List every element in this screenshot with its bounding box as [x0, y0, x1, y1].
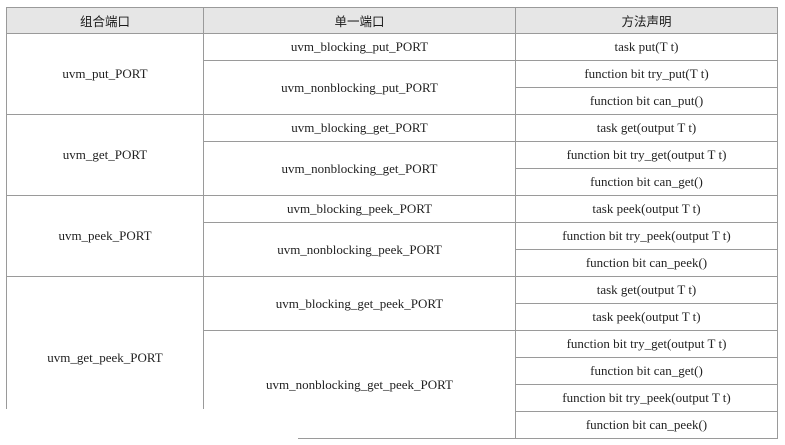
single-port-cell: uvm_nonblocking_peek_PORT — [203, 222, 516, 277]
method-cell: function bit can_get() — [515, 357, 778, 385]
method-cell: function bit try_peek(output T t) — [515, 222, 778, 250]
single-port-cell: uvm_blocking_peek_PORT — [203, 195, 516, 223]
header-single-port: 单一端口 — [203, 7, 516, 34]
single-port-cell: uvm_blocking_get_PORT — [203, 114, 516, 142]
combined-port-cell: uvm_get_PORT — [6, 114, 204, 196]
table-row: function bit try_peek(output T t) — [7, 384, 778, 412]
table-row: uvm_put_PORT uvm_blocking_put_PORT task … — [6, 33, 778, 115]
table-row: function bit can_peek() — [7, 411, 778, 439]
method-cell: function bit try_get(output T t) — [515, 141, 778, 169]
method-cell: task put(T t) — [515, 33, 778, 61]
method-cell: function bit can_peek() — [515, 249, 778, 277]
method-cell: task get(output T t) — [515, 114, 778, 142]
table-row: function bit can_get() — [7, 357, 778, 385]
table-row: uvm_nonblocking_get_PORT function bit tr… — [7, 141, 778, 196]
table-header-row: 组合端口 单一端口 方法声明 — [6, 7, 778, 34]
combined-port-cell: uvm_peek_PORT — [6, 195, 204, 277]
table-row: uvm_nonblocking_peek_PORT function bit t… — [7, 222, 778, 277]
method-cell: task get(output T t) — [515, 276, 778, 304]
method-cell: function bit can_put() — [515, 87, 778, 115]
method-cell: function bit can_get() — [515, 168, 778, 196]
table-row: uvm_get_peek_PORT uvm_blocking_get_peek_… — [6, 276, 778, 439]
method-cell: function bit try_put(T t) — [515, 60, 778, 88]
table-row: function bit can_peek() — [7, 249, 778, 277]
method-cell: function bit try_get(output T t) — [515, 330, 778, 358]
method-cell: task peek(output T t) — [515, 195, 778, 223]
table-row: task peek(output T t) — [7, 303, 778, 331]
table-row: uvm_nonblocking_put_PORT function bit tr… — [7, 60, 778, 115]
method-cell: function bit can_peek() — [515, 411, 778, 439]
method-cell: function bit try_peek(output T t) — [515, 384, 778, 412]
header-method-declaration: 方法声明 — [515, 7, 778, 34]
method-cell: task peek(output T t) — [515, 303, 778, 331]
image-edge-mask — [0, 409, 298, 445]
single-port-cell: uvm_nonblocking_get_PORT — [203, 141, 516, 196]
table-row: uvm_get_PORT uvm_blocking_get_PORT task … — [6, 114, 778, 196]
header-combined-port: 组合端口 — [6, 7, 204, 34]
single-port-cell: uvm_blocking_put_PORT — [203, 33, 516, 61]
port-method-table: 组合端口 单一端口 方法声明 uvm_put_PORT uvm_blocking… — [6, 7, 778, 439]
table-row: uvm_peek_PORT uvm_blocking_peek_PORT tas… — [6, 195, 778, 277]
table-row: function bit can_get() — [7, 168, 778, 196]
single-port-cell: uvm_blocking_get_peek_PORT — [203, 276, 516, 331]
combined-port-cell: uvm_put_PORT — [6, 33, 204, 115]
single-port-cell: uvm_nonblocking_put_PORT — [203, 60, 516, 115]
